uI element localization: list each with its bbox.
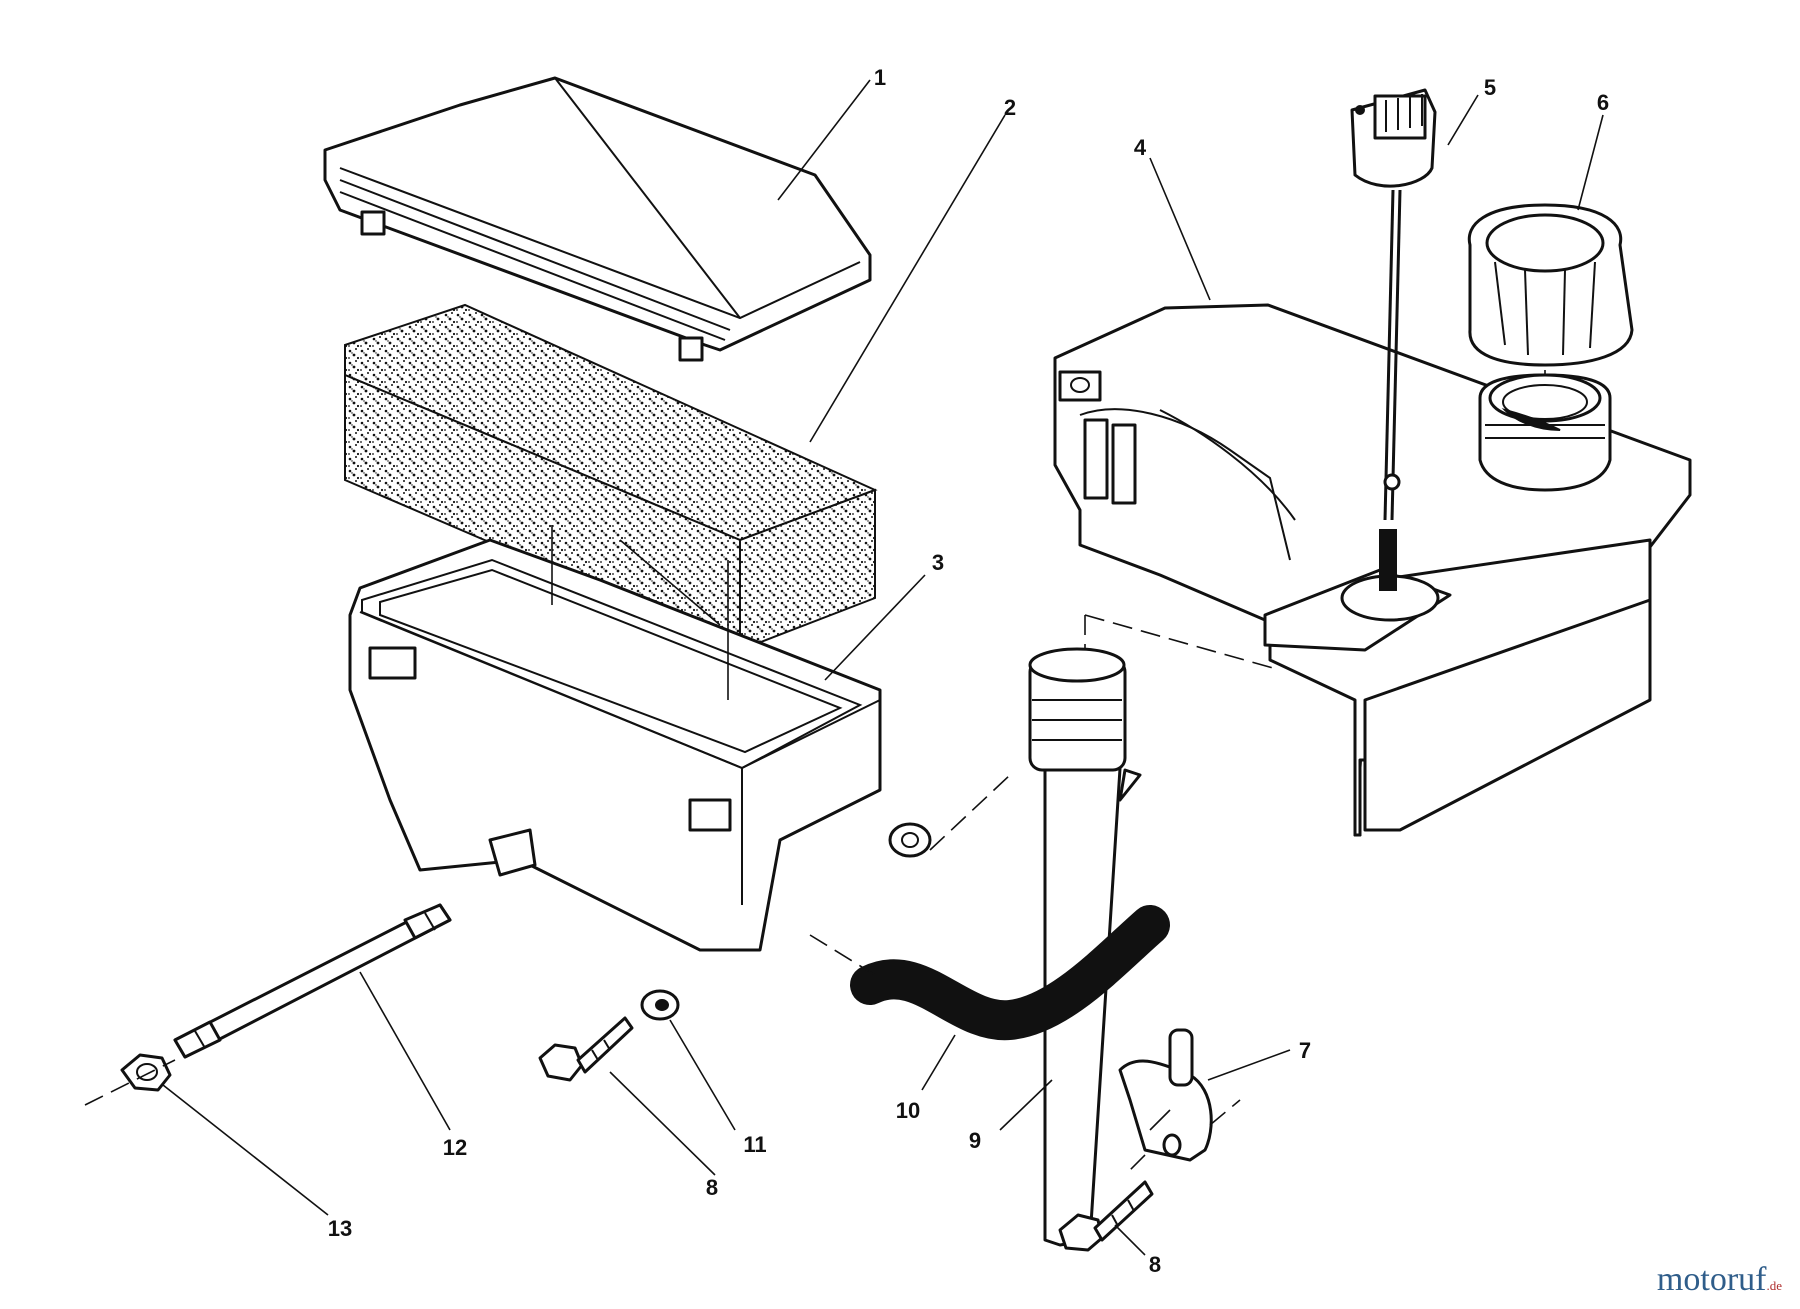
callout-7: 7 [1299, 1038, 1311, 1063]
watermark-text: motoruf [1656, 1261, 1767, 1298]
callout-11: 11 [743, 1132, 766, 1157]
callout-8: 8 [706, 1175, 718, 1200]
watermark-logo: motoruf.de [1657, 1261, 1782, 1299]
fuel-hose [850, 905, 1170, 1041]
callout-5: 5 [1484, 75, 1496, 100]
alignment-lines [84, 614, 1281, 1176]
air-cleaner-base [348, 525, 932, 952]
callout-13: 13 [328, 1216, 352, 1241]
hex-nut [120, 1053, 172, 1092]
long-stud-bolt [173, 903, 452, 1059]
callout-6: 6 [1597, 90, 1609, 115]
callout-10: 10 [896, 1098, 920, 1123]
mounting-screw-bracket [1058, 1180, 1154, 1252]
washer [640, 989, 680, 1021]
callout-2: 2 [1004, 95, 1016, 120]
leader-lines [162, 79, 1604, 1256]
callout-4: 4 [1134, 135, 1147, 160]
callout-1: 1 [874, 65, 886, 90]
air-cleaner-cover [323, 76, 872, 362]
callout-9: 9 [969, 1128, 981, 1153]
callout-12: 12 [443, 1135, 467, 1160]
fuel-tank-cap [1467, 203, 1634, 492]
callout-3: 3 [932, 550, 944, 575]
foam-filter-element [344, 303, 878, 652]
callout-labels: 1 2 3 4 5 6 7 8 9 10 11 12 13 8 [328, 65, 1609, 1277]
mounting-screw [538, 1016, 634, 1082]
dipstick [1350, 88, 1437, 591]
callout-8-bracket: 8 [1149, 1252, 1161, 1277]
mounting-bracket [1118, 1028, 1213, 1162]
watermark-suffix: .de [1766, 1278, 1782, 1293]
